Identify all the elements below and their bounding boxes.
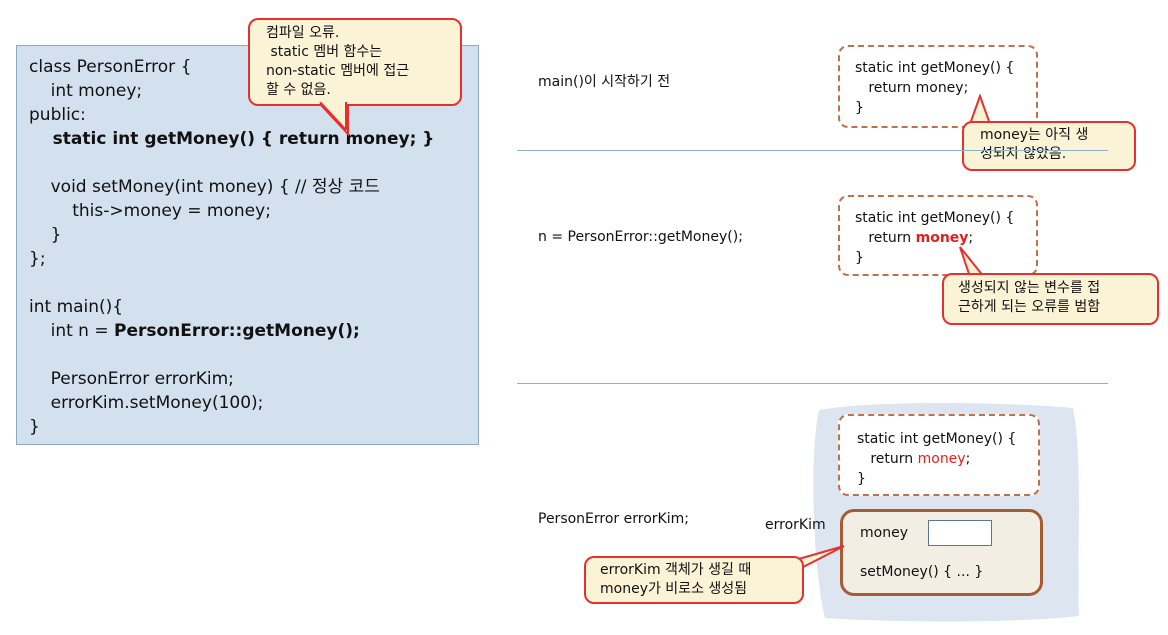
code-line: }; xyxy=(29,249,46,269)
callout-text: 생성되지 않는 변수를 접 xyxy=(958,280,1101,296)
step-call: n = PersonError::getMoney(); xyxy=(538,229,743,245)
code-text: } xyxy=(857,471,866,487)
access-error-callout: 생성되지 않는 변수를 접 근하게 되는 오류를 범함 xyxy=(942,273,1159,325)
money-token-error: money xyxy=(915,230,969,246)
object-name-label: errorKim xyxy=(765,517,826,533)
callout-text: static 멤버 함수는 xyxy=(266,44,383,60)
code-text: return xyxy=(855,80,916,96)
code-line: int money; xyxy=(29,81,143,101)
step-declare: PersonError errorKim; xyxy=(538,511,689,527)
member-setMoney-label: setMoney() { ... } xyxy=(860,564,984,580)
code-line: public: xyxy=(29,105,86,125)
static-function-box-2: static int getMoney() { return money; } xyxy=(838,195,1038,276)
code-text: int n = xyxy=(29,321,115,341)
callout-text: money는 아직 생 xyxy=(980,127,1089,143)
callout-text: non-static 멤버에 접근 xyxy=(266,63,410,79)
code-text: ; xyxy=(965,451,971,467)
code-text: static int getMoney() { xyxy=(855,210,1015,226)
callout-pointer-cover xyxy=(319,102,347,131)
code-text: static int getMoney() { xyxy=(857,431,1017,447)
code-line: void setMoney(int money) { // 정상 코드 xyxy=(29,177,380,197)
code-line: int main(){ xyxy=(29,297,124,317)
callout-text: errorKim 객체가 생길 때 xyxy=(600,562,752,578)
code-text: return xyxy=(857,451,918,467)
static-function-box-3: static int getMoney() { return money; } xyxy=(838,414,1040,496)
compile-error-callout: 컴파일 오류. static 멤버 함수는 non-static 멤버에 접근 … xyxy=(248,18,462,106)
not-created-callout: money는 아직 생 성되지 않았음. xyxy=(962,121,1136,171)
money-field xyxy=(928,520,992,546)
callout-text: 근하게 되는 오류를 범함 xyxy=(958,299,1101,315)
code-static-call: PersonError::getMoney(); xyxy=(114,321,360,341)
code-line: int n = PersonError::getMoney(); xyxy=(29,321,360,341)
code-text: return money; xyxy=(857,449,1038,469)
member-money-label: money xyxy=(860,525,908,541)
code-line: class PersonError { xyxy=(29,57,192,77)
code-panel xyxy=(16,45,479,445)
divider xyxy=(517,383,1108,384)
callout-text: 컴파일 오류. xyxy=(266,25,340,41)
code-text: ; xyxy=(968,230,974,246)
code-text: return money; xyxy=(855,78,1036,98)
code-text: return money; xyxy=(855,228,1036,248)
code-line: } xyxy=(29,225,62,245)
money-token: money xyxy=(915,80,964,96)
code-line-static-function: static int getMoney() { return money; } xyxy=(29,129,435,149)
callout-text: money가 비로소 생성됨 xyxy=(600,581,748,597)
code-text: ; xyxy=(963,80,969,96)
code-line: this->money = money; xyxy=(29,201,271,221)
code-text: return xyxy=(855,230,916,246)
money-token-valid: money xyxy=(917,451,966,467)
code-text: } xyxy=(855,100,864,116)
code-text: static int getMoney() { xyxy=(855,60,1015,76)
divider xyxy=(517,150,1108,151)
created-with-object-callout: errorKim 객체가 생길 때 money가 비로소 생성됨 xyxy=(584,556,804,604)
callout-text: 할 수 없음. xyxy=(266,82,331,98)
code-line: PersonError errorKim; xyxy=(29,369,234,389)
code-line: } xyxy=(29,417,40,437)
step-before-main: main()이 시작하기 전 xyxy=(538,74,671,90)
code-line: errorKim.setMoney(100); xyxy=(29,393,264,413)
static-function-box-1: static int getMoney() { return money; } xyxy=(838,45,1038,128)
code-text: } xyxy=(855,250,864,266)
callout-text: 성되지 않았음. xyxy=(980,146,1067,162)
